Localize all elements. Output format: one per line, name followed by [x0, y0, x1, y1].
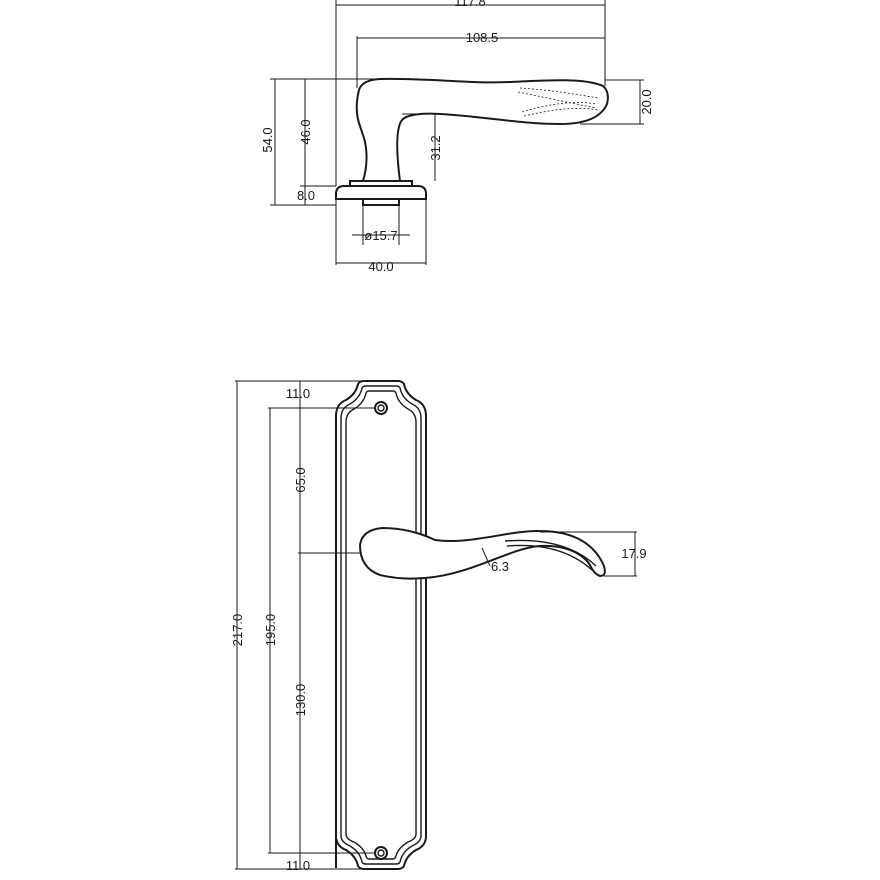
bottom-screw-hole-inner [377, 849, 385, 857]
dim-fixing-centres: 195.0 [263, 614, 278, 647]
lever-tip-detail-3 [523, 108, 599, 117]
dim-overall-height: 54.0 [260, 127, 275, 152]
dim-top-margin: 11.0 [286, 386, 310, 401]
dim-upper-to-centre: 65.0 [293, 467, 308, 492]
dim-rose-width: 40.0 [368, 259, 393, 274]
lever-body [355, 77, 609, 182]
dim-spindle-diameter: ø15.7 [364, 228, 397, 243]
lever-tip-detail-1 [519, 87, 599, 99]
backplate-inner-1 [340, 385, 422, 865]
dim-overall-length: 117.8 [454, 0, 486, 9]
dim-rose-thickness: 8.0 [297, 188, 315, 203]
top-screw-hole [374, 401, 388, 415]
dim-neck-height: 31.2 [428, 135, 443, 160]
lever-front-groove-1 [504, 539, 597, 567]
backplate-outer [335, 380, 427, 870]
backplate-inner-2 [345, 390, 417, 860]
dim-lever-height: 46.0 [298, 119, 313, 144]
dim-lower-from-centre: 130.0 [293, 684, 308, 717]
dim-bottom-margin: 11.0 [286, 858, 310, 873]
lever-tip-detail-2 [517, 91, 597, 109]
spindle-boss [362, 198, 400, 206]
dimline-6-3 [481, 547, 491, 567]
lever-front [358, 526, 606, 580]
dim-lever-length: 108.5 [466, 30, 499, 45]
lever-front-groove-2 [506, 544, 593, 571]
dim-lever-thickness-front: 6.3 [491, 559, 509, 574]
top-screw-hole-inner [377, 404, 385, 412]
bottom-screw-hole [374, 846, 388, 860]
backplate-front-view: 11.0 65.0 217.0 195.0 130.0 11.0 17.9 6.… [230, 380, 647, 873]
dim-overall-length-front: 217.0 [230, 614, 245, 647]
rose-base [335, 185, 427, 200]
lever-tip-detail-4 [521, 102, 597, 113]
dim-lever-tip-height: 17.9 [621, 546, 646, 561]
dim-lever-thickness: 20.0 [639, 89, 654, 114]
lever-side-view: 117.8 108.5 54.0 46.0 8.0 31.2 20.0 ø15.… [260, 0, 654, 274]
